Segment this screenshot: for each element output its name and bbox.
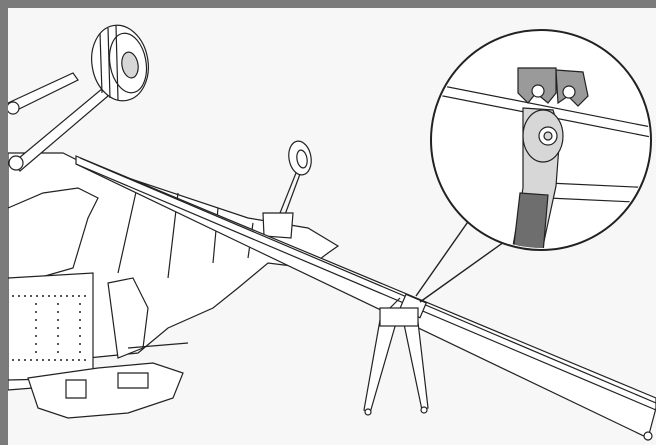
aircraft-strut-diagram	[8, 24, 656, 441]
tail-wheel	[262, 140, 312, 239]
rivet-rows	[12, 295, 86, 361]
strut-stand	[363, 297, 429, 416]
aircraft-fuselage	[8, 152, 340, 419]
detail-callout	[430, 29, 652, 251]
main-landing-gear	[8, 24, 149, 172]
